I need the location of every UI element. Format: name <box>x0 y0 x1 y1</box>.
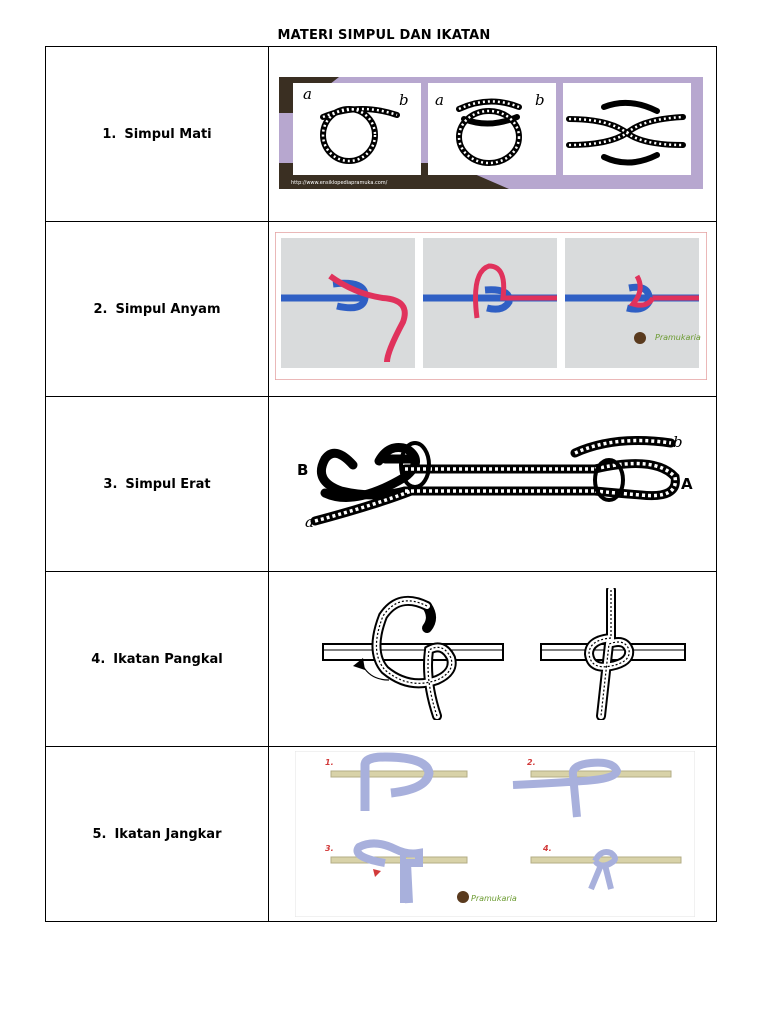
table-row: 2.Simpul Anyam Pramuka <box>45 221 717 397</box>
table-row: 5. Ikatan Jangkar 1. <box>45 746 717 922</box>
reef-knot-illustration: a b a b http://www.ensiklopediapramuka.c… <box>279 77 703 189</box>
knot-number: 2. <box>93 301 108 317</box>
knot-number: 4. <box>91 651 106 667</box>
rope-end-label: a <box>305 513 314 531</box>
table-row: 4. Ikatan Pangkal <box>45 571 717 747</box>
step-number: 3. <box>325 844 334 853</box>
step-number: 1. <box>325 758 334 767</box>
knot-illustration-cell: a b a b http://www.ensiklopediapramuka.c… <box>268 46 717 222</box>
knot-name: Ikatan Pangkal <box>113 651 223 667</box>
knot-name-cell: 4. Ikatan Pangkal <box>45 571 269 747</box>
knot-illustration-cell: 1. 2. 3. 4. Pramukaria <box>268 746 717 922</box>
knot-name-cell: 5. Ikatan Jangkar <box>45 746 269 922</box>
table-row: 1. Simpul Mati <box>45 46 717 222</box>
knot-illustration-cell: B A a b <box>268 396 717 572</box>
knot-illustration-cell <box>268 571 717 747</box>
rope-end-label: B <box>297 461 308 479</box>
page-title: MATERI SIMPUL DAN IKATAN <box>277 28 491 43</box>
timber-hitch-illustration: 1. 2. 3. 4. Pramukaria <box>295 751 695 917</box>
knot-number: 3. <box>103 476 118 492</box>
knot-name-cell: 1. Simpul Mati <box>45 46 269 222</box>
step-number: 4. <box>542 844 552 853</box>
watermark-logo: Pramukaria <box>471 894 517 903</box>
sheepshank-illustration: B A a b <box>297 433 693 531</box>
rope-end-label: b <box>399 91 409 109</box>
rope-end-label: a <box>435 91 444 109</box>
knot-number: 1. <box>102 126 117 142</box>
knot-name: Simpul Erat <box>125 476 211 492</box>
sheet-bend-photos: Pramukaria <box>275 232 707 380</box>
knot-name-cell: 3. Simpul Erat <box>45 396 269 572</box>
clove-hitch-illustration <box>322 588 686 720</box>
knot-name: Simpul Anyam <box>115 301 221 317</box>
knot-table: 1. Simpul Mati <box>45 46 717 922</box>
rope-end-label: a <box>303 85 312 103</box>
knot-name: Ikatan Jangkar <box>114 826 222 842</box>
step-number: 2. <box>527 758 536 767</box>
rope-end-label: b <box>535 91 545 109</box>
knot-illustration-cell: Pramukaria <box>268 221 717 397</box>
rope-end-label: b <box>673 433 683 451</box>
source-url: http://www.ensiklopediapramuka.com/ <box>291 180 388 186</box>
watermark-logo: Pramukaria <box>655 333 701 342</box>
knot-number: 5. <box>92 826 107 842</box>
knot-name: Simpul Mati <box>124 126 212 142</box>
table-row: 3. Simpul Erat <box>45 396 717 572</box>
rope-end-label: A <box>681 475 693 493</box>
knot-name-cell: 2. Simpul Anyam <box>45 221 269 397</box>
